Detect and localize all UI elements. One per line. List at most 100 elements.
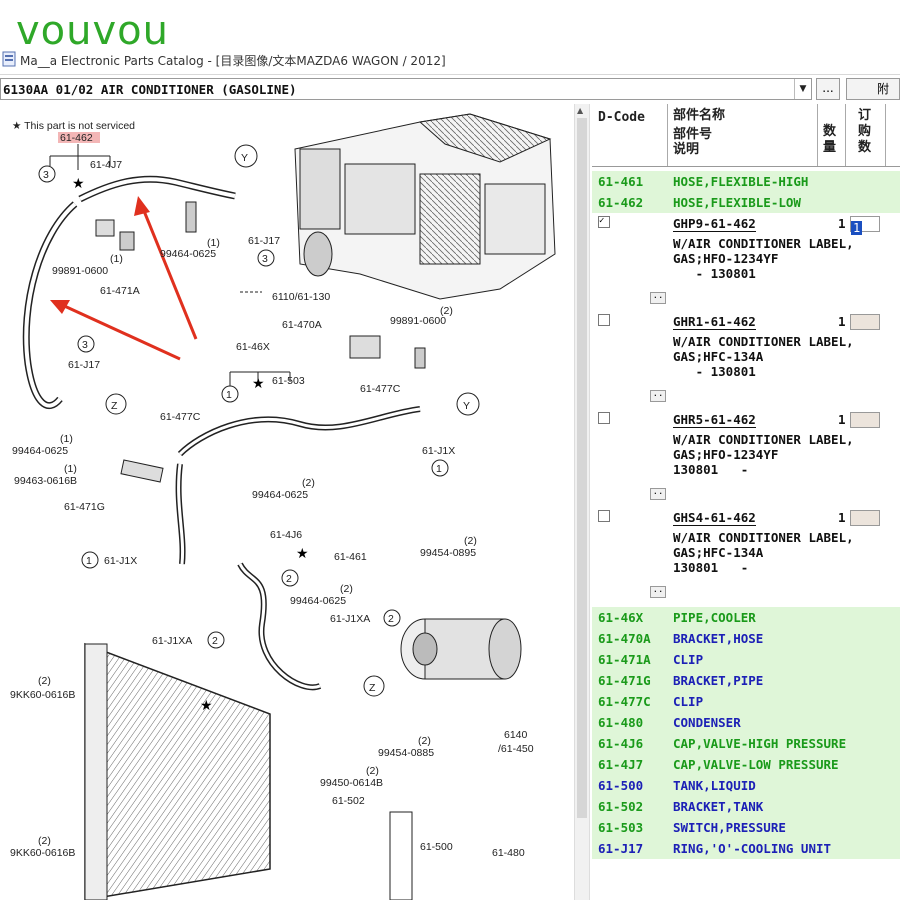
row-name: HOSE,FLEXIBLE-HIGH (673, 174, 809, 189)
chevron-down-icon[interactable]: ▼ (794, 79, 811, 99)
diagram-scrollbar[interactable]: ▲ (574, 104, 590, 900)
label-99454-0895: 99454-0895 (420, 547, 476, 559)
subpart-desc-3: - 130801 (673, 364, 756, 379)
subpart-number[interactable]: GHP9-61-462 (673, 216, 756, 232)
details-button[interactable]: .. (650, 390, 666, 402)
row-code: 61-4J6 (598, 736, 644, 751)
callout-3a-text: 3 (43, 169, 49, 181)
callout-2b (383, 609, 401, 627)
attach-button[interactable]: 附 (846, 78, 900, 100)
details-button[interactable]: .. (650, 292, 666, 304)
row-code: 61-4J7 (598, 757, 644, 772)
subpart-qty: 1 (838, 314, 846, 329)
qty-2-b: (2) (302, 477, 315, 489)
label-99464-0625-b: 99464-0625 (12, 445, 68, 457)
order-qty-input[interactable] (850, 412, 880, 428)
scrollbar-thumb[interactable] (577, 118, 587, 818)
compressor (400, 618, 522, 680)
label-6110: 6110/61-130 (272, 291, 330, 303)
row-name: PIPE,COOLER (673, 610, 756, 625)
callout-2c (207, 631, 225, 649)
table-row[interactable]: 61-462 HOSE,FLEXIBLE-LOW (592, 192, 900, 213)
callout-y-a-text: Y (241, 152, 248, 164)
window-titlebar: Ma__a Electronic Parts Catalog - [目录图像/文… (0, 46, 900, 75)
subpart-desc-1: W/AIR CONDITIONER LABEL, (673, 334, 854, 349)
label-99464-0625-c: 99464-0625 (252, 489, 308, 501)
subpart-item: ✓ GHP9-61-462 1 1 W/AIR CONDITIONER LABE… (592, 214, 900, 312)
row-name: BRACKET,HOSE (673, 631, 764, 646)
label-61-503: 61-503 (272, 375, 305, 387)
callout-z-b (363, 675, 385, 697)
label-61-J1X-b: 61-J1X (104, 555, 137, 567)
section-select[interactable]: 6130AA 01/02 AIR CONDITIONER (GASOLINE) … (0, 78, 812, 100)
qty-2-d: (2) (464, 535, 477, 547)
order-qty-input[interactable] (850, 510, 880, 526)
subpart-checkbox[interactable] (598, 314, 610, 326)
row-name: HOSE,FLEXIBLE-LOW (673, 195, 801, 210)
not-serviced-note: ★ This part is not serviced (12, 120, 135, 132)
subpart-qty: 1 (838, 412, 846, 427)
label-99891-0600-a: 99891-0600 (52, 265, 108, 277)
callout-y-a (234, 144, 258, 168)
subpart-desc-2: GAS;HFO-1234YF (673, 447, 779, 462)
bolt-part (185, 201, 197, 233)
subpart-desc-1: W/AIR CONDITIONER LABEL, (673, 236, 854, 251)
col-dcode-label: D-Code (598, 110, 645, 125)
callout-3a (38, 165, 56, 183)
row-code: 61-461 (598, 174, 644, 189)
subpart-number[interactable]: GHR1-61-462 (673, 314, 756, 330)
more-button[interactable]: ... (816, 78, 840, 100)
scroll-up-icon[interactable]: ▲ (577, 106, 584, 115)
col-qty-label: 数量 (823, 124, 837, 155)
label-61-461: 61-461 (334, 551, 367, 563)
table-row[interactable]: 61-461 HOSE,FLEXIBLE-HIGH (592, 171, 900, 192)
row-name: CLIP (673, 652, 704, 667)
col-name[interactable]: 部件名称 部件号 说明 (668, 104, 818, 166)
subpart-checkbox[interactable] (598, 510, 610, 522)
subpart-item: GHR5-61-462 1 W/AIR CONDITIONER LABEL, G… (592, 410, 900, 508)
row-code: 61-477C (598, 694, 651, 709)
order-qty-input[interactable] (850, 314, 880, 330)
label-61-J1XA-a: 61-J1XA (330, 613, 370, 625)
details-button[interactable]: .. (650, 586, 666, 598)
subpart-desc-2: GAS;HFC-134A (673, 349, 764, 364)
label-61-J1X-a: 61-J1X (422, 445, 455, 457)
label-61-J1XA-b: 61-J1XA (152, 635, 192, 647)
col-qty[interactable]: 数量 (818, 104, 846, 166)
subpart-checkbox[interactable] (598, 412, 610, 424)
order-qty-input[interactable]: 1 (850, 216, 880, 235)
col-dcode[interactable]: D-Code (592, 104, 668, 166)
details-button[interactable]: .. (650, 488, 666, 500)
window-title: Ma__a Electronic Parts Catalog - [目录图像/文… (20, 54, 446, 68)
qty-2-e: (2) (418, 735, 431, 747)
bracket-hose (349, 335, 381, 359)
subpart-number[interactable]: GHS4-61-462 (673, 510, 756, 526)
subpart-desc-3: 130801 - (673, 462, 749, 477)
subpart-checkbox[interactable]: ✓ (598, 216, 610, 228)
clip-part (95, 219, 115, 237)
grid-header: D-Code 部件名称 部件号 说明 数量 订购数 (592, 104, 900, 167)
condenser (84, 642, 271, 901)
label-61-462: 61-462 (60, 132, 93, 144)
parts-diagram[interactable]: ★ This part is not serviced 61-462 3 ★ 6… (0, 104, 574, 901)
qty-2-c: (2) (340, 583, 353, 595)
label-61-J17-a: 61-J17 (248, 235, 280, 247)
label-61-477C-b: 61-477C (160, 411, 201, 423)
row-name: CONDENSER (673, 715, 741, 730)
subpart-number[interactable]: GHR5-61-462 (673, 412, 756, 428)
row-code: 61-462 (598, 195, 644, 210)
qty-1-a: (1) (110, 253, 123, 265)
col-order[interactable]: 订购数 (846, 104, 886, 166)
